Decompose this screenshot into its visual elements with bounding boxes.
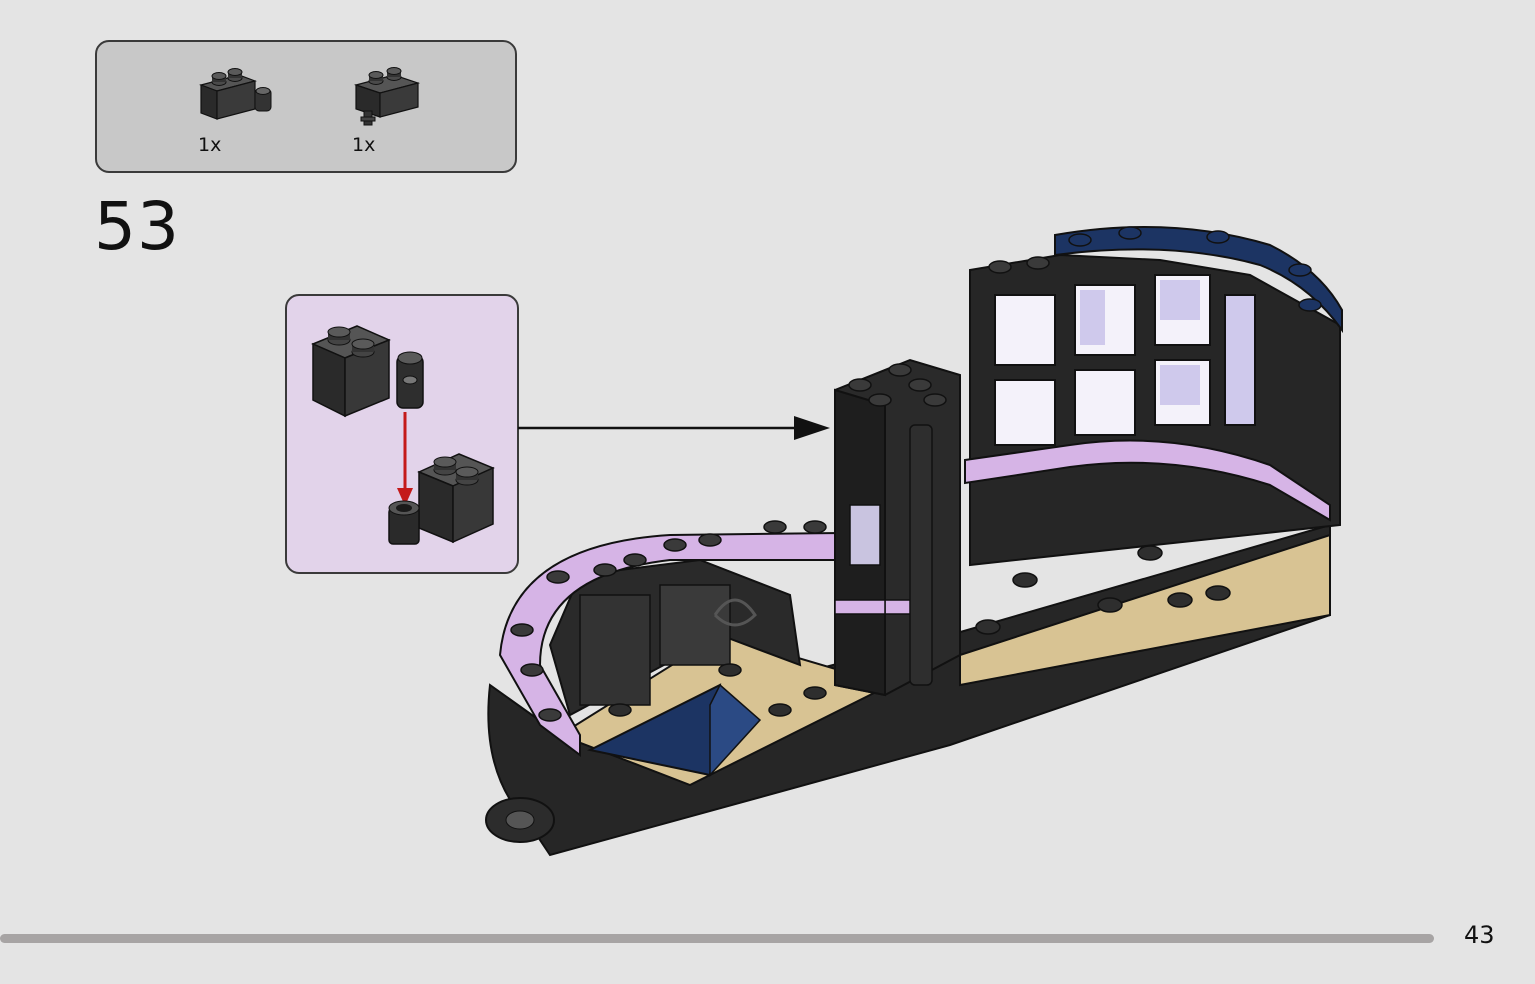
step-number: 53 bbox=[94, 188, 180, 265]
model-assembly-illustration bbox=[470, 215, 1360, 869]
callout-pointer-arrow bbox=[518, 412, 838, 450]
part-quantity: 1x bbox=[352, 134, 376, 156]
sub-assembly-callout bbox=[285, 294, 519, 574]
page-number: 43 bbox=[1464, 921, 1495, 949]
part-quantity: 1x bbox=[198, 134, 222, 156]
progress-bar bbox=[0, 934, 1434, 943]
brick-with-pin-icon bbox=[352, 67, 422, 129]
sub-assembly-icon bbox=[311, 325, 495, 545]
parts-list-box: 1x 1x bbox=[95, 40, 517, 173]
brick-with-clip-icon bbox=[197, 67, 277, 127]
